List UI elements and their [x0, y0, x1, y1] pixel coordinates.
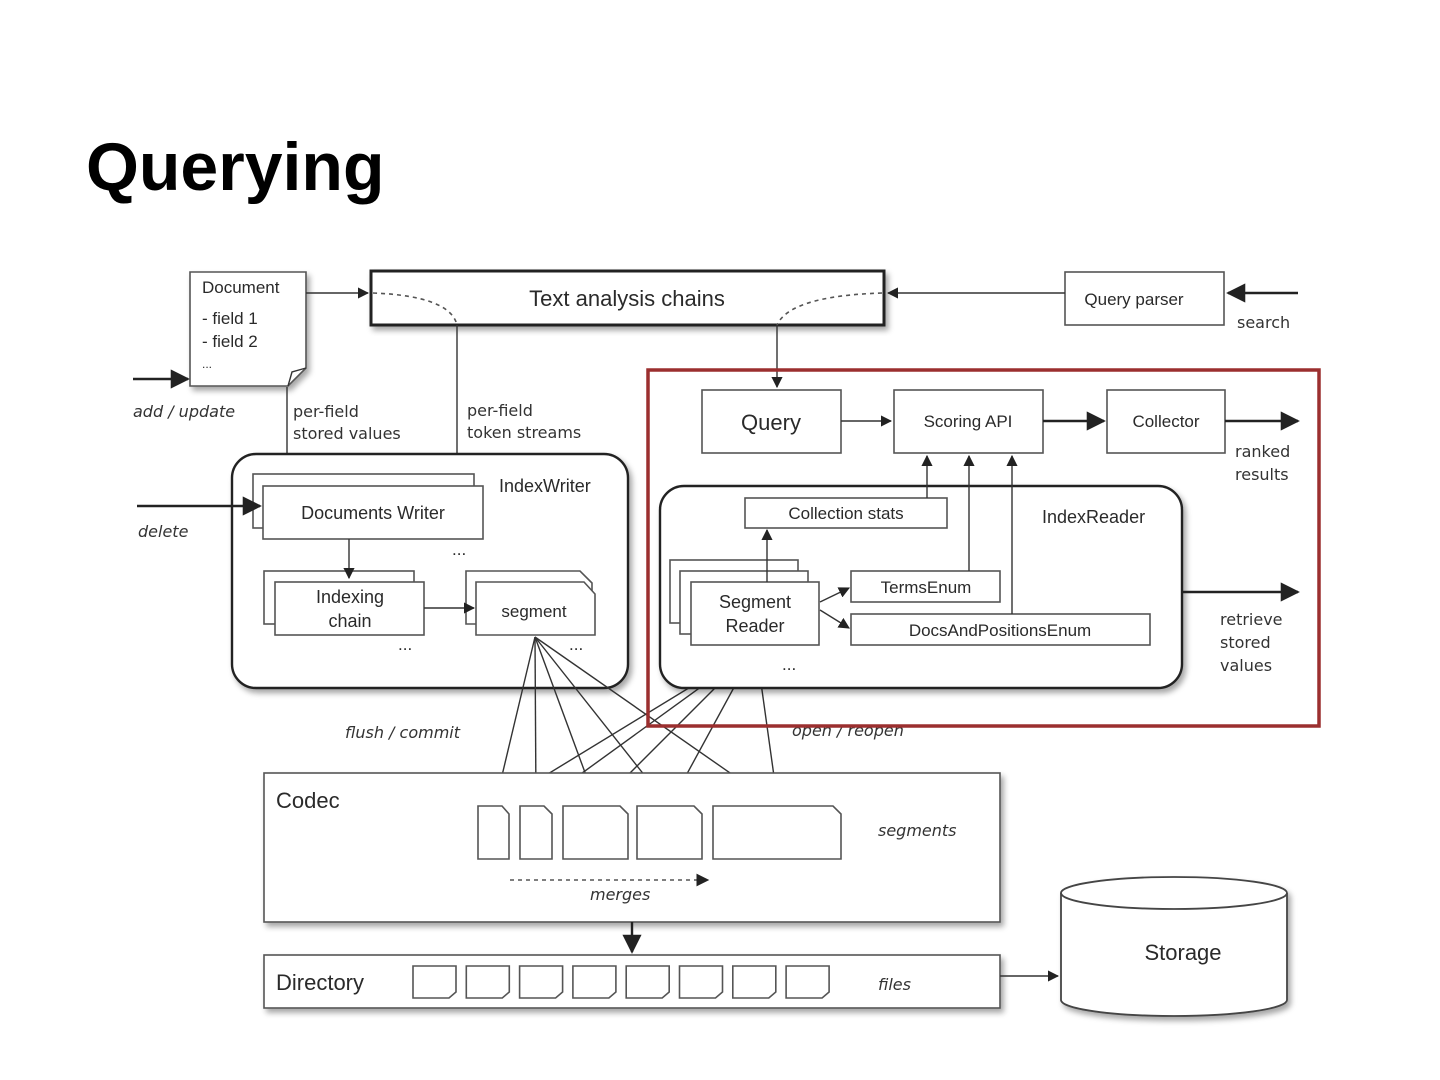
segment-file — [636, 805, 703, 860]
collection-stats-label: Collection stats — [788, 504, 903, 523]
segment-file — [712, 805, 842, 860]
directory-file-icon — [572, 965, 617, 999]
analysis-dashed-right — [776, 292, 883, 326]
document-field-1: - field 1 — [202, 309, 258, 328]
codec-label: Codec — [276, 788, 340, 813]
files-label: files — [878, 975, 911, 994]
add-update-label: add / update — [133, 402, 235, 421]
query-parser-node: Query parser — [1064, 271, 1225, 326]
per-field-stored-label-2: stored values — [293, 424, 401, 443]
stored-label: stored — [1220, 633, 1271, 652]
collector-node: Collector — [1106, 389, 1226, 454]
reader-to-docs-arrow — [819, 609, 850, 629]
indexing-chain-ellipsis: ... — [398, 635, 412, 654]
segment-reader-label-1: Segment — [719, 592, 791, 612]
directory-file-icon — [412, 965, 457, 999]
document-ellipsis: ... — [202, 357, 212, 371]
directory-file-icon — [518, 965, 564, 999]
codec-node: Codec segments merges — [263, 772, 1001, 923]
slide-title: Querying — [86, 129, 385, 205]
terms-enum-label: TermsEnum — [881, 578, 972, 597]
values-label: values — [1220, 656, 1272, 675]
documents-writer-ellipsis: ... — [452, 540, 466, 559]
segment-label: segment — [501, 602, 566, 621]
directory-node: Directory files — [263, 954, 1001, 1009]
storage-node — [1060, 876, 1288, 1017]
directory-file-icon — [785, 965, 830, 999]
segment-file — [477, 805, 510, 860]
document-field-2: - field 2 — [202, 332, 258, 351]
flush-commit-label: flush / commit — [345, 723, 461, 742]
analysis-dashed-left — [372, 292, 458, 326]
segment-reader-ellipsis: ... — [782, 655, 796, 674]
per-field-stored-label-1: per-field — [293, 402, 359, 421]
directory-file-icon — [732, 965, 777, 999]
per-field-token-label-1: per-field — [467, 401, 533, 420]
segments-label: segments — [878, 821, 957, 840]
text-analysis-label: Text analysis chains — [529, 286, 725, 311]
delete-label: delete — [138, 522, 189, 541]
index-writer-node: IndexWriter Documents Writer ... Indexin… — [230, 452, 630, 690]
index-reader-title: IndexReader — [1042, 507, 1145, 527]
open-reopen-label: open / reopen — [792, 721, 904, 740]
index-reader-node: IndexReader Collection stats Segment Rea… — [658, 484, 1184, 690]
directory-file-icon — [678, 965, 724, 999]
query-node: Query — [701, 389, 842, 454]
reader-to-terms-arrow — [819, 587, 851, 603]
documents-writer-label: Documents Writer — [301, 503, 445, 523]
docs-positions-enum-label: DocsAndPositionsEnum — [909, 621, 1091, 640]
indexing-chain-label-2: chain — [328, 611, 371, 631]
per-field-token-label-2: token streams — [467, 423, 581, 442]
indexing-chain-label-1: Indexing — [316, 587, 384, 607]
collector-label: Collector — [1132, 412, 1199, 431]
document-node: Document - field 1 - field 2 ... — [189, 271, 307, 387]
search-label: search — [1237, 313, 1290, 332]
scoring-api-label: Scoring API — [924, 412, 1013, 431]
document-title: Document — [202, 278, 280, 297]
directory-label: Directory — [276, 970, 364, 995]
merges-label: merges — [590, 885, 650, 904]
results-label: results — [1235, 465, 1289, 484]
scoring-api-node: Scoring API — [893, 389, 1044, 454]
segment-file — [562, 805, 629, 860]
query-label: Query — [741, 410, 801, 435]
query-parser-label: Query parser — [1084, 290, 1184, 309]
ranked-label: ranked — [1235, 442, 1290, 461]
storage-label: Storage — [1144, 940, 1221, 965]
segment-reader-label-2: Reader — [725, 616, 784, 636]
text-analysis-chains-node: Text analysis chains — [369, 269, 886, 327]
segment-file — [519, 805, 553, 860]
directory-file-icon — [625, 965, 670, 999]
querying-highlight-box — [646, 368, 1321, 728]
index-writer-title: IndexWriter — [499, 476, 591, 496]
retrieve-label: retrieve — [1220, 610, 1283, 629]
segment-ellipsis: ... — [569, 635, 583, 654]
directory-file-icon — [465, 965, 511, 999]
